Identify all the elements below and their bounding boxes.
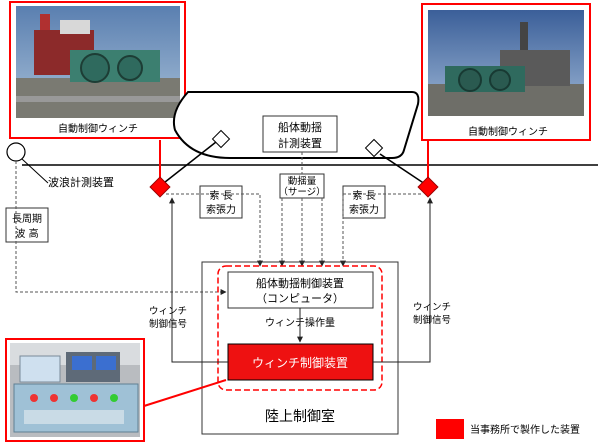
fairlead-left xyxy=(211,129,231,149)
long-period-label-2: 波 高 xyxy=(15,227,38,240)
signal-right-label-1: ウィンチ xyxy=(413,302,451,313)
signal-right-label-2: 制御信号 xyxy=(413,314,451,326)
control-signal-left-path xyxy=(169,197,228,363)
winch-label-right: 自動制御ウィンチ xyxy=(468,125,548,138)
winch-controller-box xyxy=(227,343,374,381)
tension-left-box xyxy=(199,185,243,219)
long-period-path xyxy=(15,161,227,295)
fairlead-right xyxy=(364,138,384,158)
mooring-line-right xyxy=(379,153,429,187)
signal-left-label-1: ウィンチ xyxy=(149,306,187,317)
long-period-label-1: 長周期 xyxy=(12,213,42,225)
legend-label: 当事務所で製作した装置 xyxy=(470,423,580,436)
control-signal-right-path xyxy=(373,197,433,363)
hull-measure-box xyxy=(262,115,338,153)
hull-measure-label-2: 計測装置 xyxy=(278,136,322,150)
controller-label-1: 船体動揺制御装置 xyxy=(256,276,344,290)
panel-callout xyxy=(143,379,227,407)
control-room xyxy=(201,261,399,435)
tension-right-label-1: 索 長 xyxy=(352,189,375,202)
tension-left-path xyxy=(166,193,263,267)
tension-right-label-2: 索張力 xyxy=(349,203,379,216)
controller-label-2: （コンピュータ） xyxy=(256,292,344,305)
tension-right-path xyxy=(340,193,421,267)
winch-photo-right xyxy=(421,3,591,141)
signal-left-label-2: 制御信号 xyxy=(149,318,187,330)
winch-marker-left xyxy=(149,176,171,198)
mooring-line-left xyxy=(159,141,217,187)
motion-label-2: （サージ） xyxy=(278,186,325,198)
controller-box xyxy=(227,271,374,309)
inhouse-outline xyxy=(217,265,383,391)
control-room-label: 陸上制御室 xyxy=(265,408,335,425)
legend-swatch xyxy=(436,419,464,439)
wave-meter-label: 波浪計測装置 xyxy=(48,175,114,189)
control-panel-photo xyxy=(5,338,145,442)
hull-measure-label-1: 船体動揺 xyxy=(278,120,322,134)
winch-marker-right xyxy=(417,176,439,198)
winch-controller-label: ウィンチ制御装置 xyxy=(252,355,348,370)
wave-meter-leader xyxy=(21,158,49,184)
tension-left-label-1: 索 長 xyxy=(209,189,232,202)
winch-photo-left xyxy=(9,1,186,139)
long-period-box xyxy=(5,207,49,243)
tension-left-label-2: 索張力 xyxy=(206,203,236,216)
wave-meter-icon xyxy=(6,142,26,162)
motion-label-1: 動揺量 xyxy=(288,175,317,187)
winch-label-left: 自動制御ウィンチ xyxy=(58,122,138,135)
